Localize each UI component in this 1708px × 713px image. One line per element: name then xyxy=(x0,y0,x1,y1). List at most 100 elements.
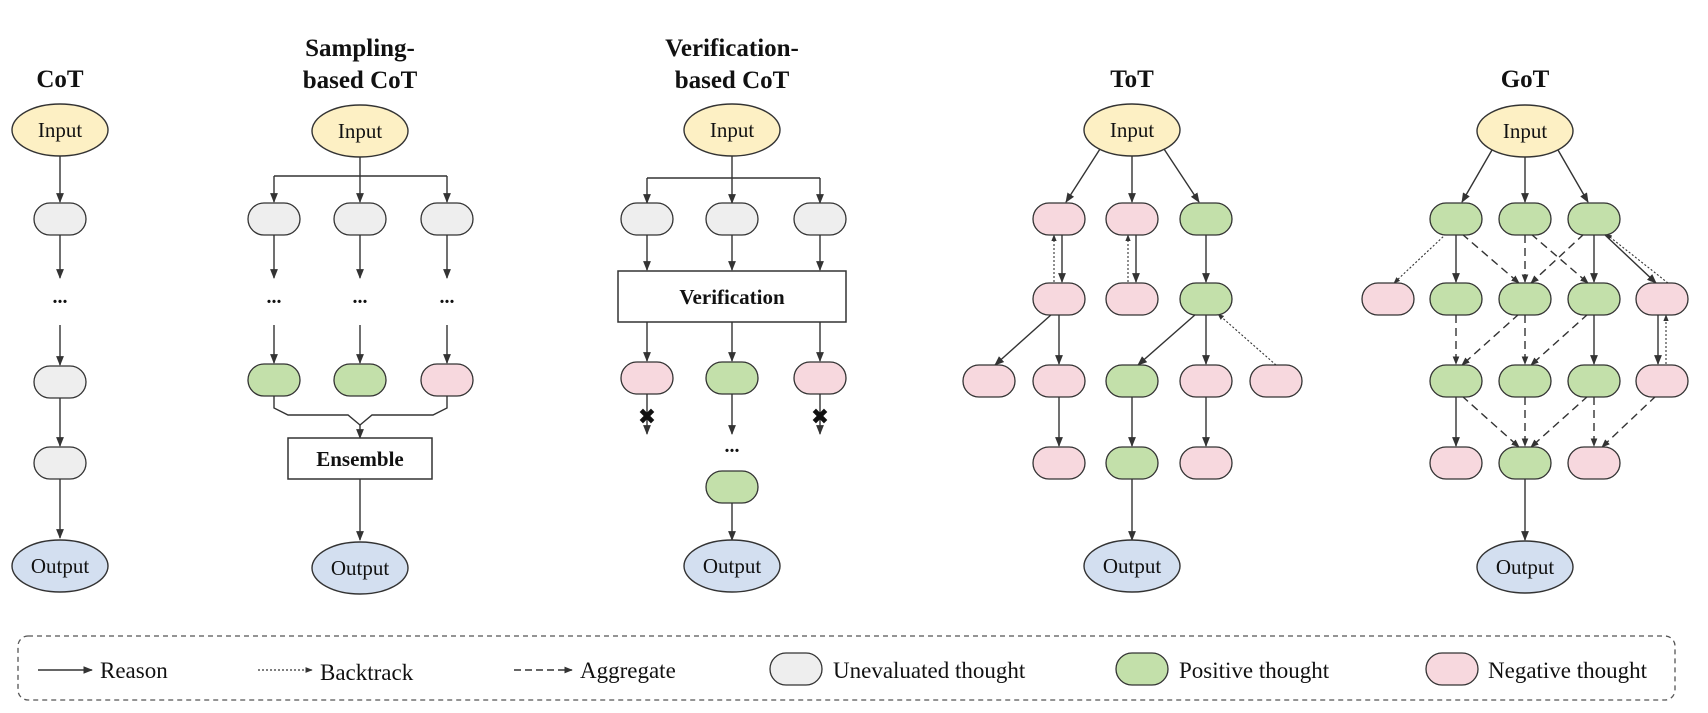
verification-input-node xyxy=(683,103,781,157)
positive-thought xyxy=(1429,364,1483,398)
aggregate-edge xyxy=(1601,395,1657,448)
negative-thought xyxy=(1032,364,1086,398)
positive-thought xyxy=(1498,202,1552,236)
rejected-cross-icon: ✖ xyxy=(811,405,829,430)
positive-thought xyxy=(247,363,301,397)
negative-thought xyxy=(1179,446,1233,480)
legend: Reason Backtrack Aggregate Unevaluated t… xyxy=(17,635,1676,701)
negative-thought xyxy=(793,361,847,395)
ensemble-brace xyxy=(359,396,448,426)
reason-edge xyxy=(1557,149,1589,203)
nodes: Input... Output Input......... Output Input ✖… xyxy=(11,103,1689,595)
sampling-output-label: Output xyxy=(331,556,390,580)
sampling-input-label: Input xyxy=(338,119,382,143)
positive-thought xyxy=(1498,282,1552,316)
reason-edge xyxy=(1137,313,1197,366)
legend-positive-label: Positive thought xyxy=(1179,658,1330,683)
aggregate-edge xyxy=(1461,313,1520,366)
verification-output-label: Output xyxy=(703,554,762,578)
got-input-label: Input xyxy=(1503,119,1547,143)
unevaluated-thought xyxy=(33,202,87,236)
reason-edge xyxy=(1065,148,1101,203)
legend-unevaluated-swatch xyxy=(769,652,823,686)
got-output-label: Output xyxy=(1496,555,1555,579)
legend-unevaluated-label: Unevaluated thought xyxy=(833,658,1026,683)
positive-thought xyxy=(705,361,759,395)
verification-title-line2: based CoT xyxy=(675,67,790,94)
negative-thought xyxy=(1635,282,1689,316)
backtrack-edge xyxy=(1605,233,1669,284)
reason-edge xyxy=(994,313,1053,366)
negative-thought xyxy=(1032,446,1086,480)
unevaluated-thought xyxy=(333,202,387,236)
legend-reason-label: Reason xyxy=(100,658,168,683)
sampling-output-node xyxy=(311,541,409,595)
positive-thought xyxy=(1429,282,1483,316)
ensemble-label: Ensemble xyxy=(316,447,404,471)
negative-thought xyxy=(1361,282,1415,316)
ensemble-brace xyxy=(273,396,361,426)
positive-thought xyxy=(1498,446,1552,480)
unevaluated-thought xyxy=(247,202,301,236)
verification-input-label: Input xyxy=(710,118,754,142)
reason-edge xyxy=(1163,148,1200,203)
cot-output-label: Output xyxy=(31,554,90,578)
positive-thought xyxy=(705,470,759,504)
reason-edge xyxy=(1461,149,1493,203)
positive-thought xyxy=(1567,202,1621,236)
edges xyxy=(56,148,1669,541)
legend-negative-swatch xyxy=(1425,652,1479,686)
legend-negative-label: Negative thought xyxy=(1488,658,1648,683)
verification-title-line1: Verification- xyxy=(665,35,799,62)
negative-thought xyxy=(1567,446,1621,480)
backtrack-edge xyxy=(1217,313,1277,366)
ellipsis: ... xyxy=(353,286,368,308)
tot-input-node xyxy=(1083,103,1181,157)
cot-output-node xyxy=(11,539,109,593)
negative-thought xyxy=(1635,364,1689,398)
unevaluated-thought xyxy=(793,202,847,236)
backtrack-edge xyxy=(1393,233,1447,284)
positive-thought xyxy=(1179,282,1233,316)
legend-backtrack-label: Backtrack xyxy=(320,660,414,685)
sampling-title-line2: based CoT xyxy=(303,67,418,94)
got-input-node xyxy=(1476,104,1574,158)
positive-thought xyxy=(1105,364,1159,398)
positive-thought xyxy=(333,363,387,397)
positive-thought xyxy=(1105,446,1159,480)
ensemble-box xyxy=(287,437,433,480)
verification-label: Verification xyxy=(679,285,785,309)
unevaluated-thought xyxy=(705,202,759,236)
cot-input-label: Input xyxy=(38,118,82,142)
aggregate-edge xyxy=(1530,233,1589,284)
tot-output-node xyxy=(1083,539,1181,593)
aggregate-edge xyxy=(1530,233,1585,284)
aggregate-edge xyxy=(1530,395,1589,448)
sampling-title-line1: Sampling- xyxy=(305,35,415,62)
aggregate-edge xyxy=(1461,395,1520,448)
negative-thought xyxy=(1032,282,1086,316)
ellipsis: ... xyxy=(53,286,68,308)
ellipsis: ... xyxy=(267,286,282,308)
negative-thought xyxy=(1249,364,1303,398)
ellipsis: ... xyxy=(440,286,455,308)
positive-thought xyxy=(1179,202,1233,236)
positive-thought xyxy=(1567,282,1621,316)
rejected-cross-icon: ✖ xyxy=(638,405,656,430)
tot-input-label: Input xyxy=(1110,118,1154,142)
positive-thought xyxy=(1567,364,1621,398)
negative-thought xyxy=(1179,364,1233,398)
reason-edge xyxy=(1603,233,1657,284)
negative-thought xyxy=(1105,282,1159,316)
unevaluated-thought xyxy=(33,446,87,480)
verification-box xyxy=(617,270,847,323)
negative-thought xyxy=(1429,446,1483,480)
negative-thought xyxy=(1105,202,1159,236)
unevaluated-thought xyxy=(420,202,474,236)
positive-thought xyxy=(1498,364,1552,398)
cot-input-node xyxy=(11,103,109,157)
legend-frame xyxy=(17,635,1676,701)
aggregate-edge xyxy=(1530,313,1589,366)
got-title: GoT xyxy=(1501,66,1550,93)
